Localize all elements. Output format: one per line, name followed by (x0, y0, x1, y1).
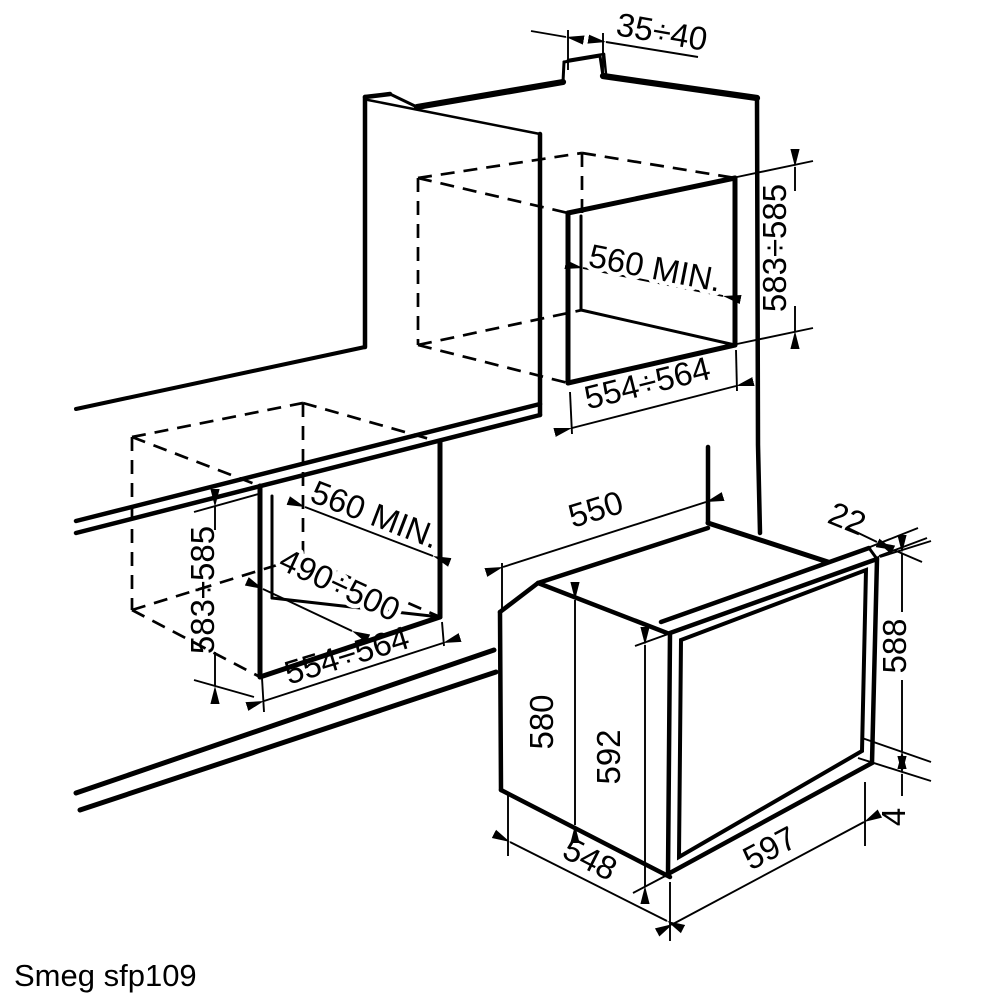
dim-lower-height: 583÷585 (184, 489, 263, 704)
dim-upper-width-label: 554÷564 (581, 349, 714, 416)
worktop-edges (73, 345, 543, 536)
dim-door-width-label: 597 (737, 819, 803, 878)
dim-overall-height: 588 (861, 535, 932, 769)
dim-bottom-gap-label: 4 (875, 808, 912, 826)
dim-upper-height-label: 583÷585 (756, 184, 793, 312)
dim-overall-height-label: 588 (876, 618, 913, 673)
dim-body-height: 580 (523, 582, 580, 843)
dim-upper-width: 554÷564 (553, 349, 755, 437)
dim-oven-top-depth: 550 (484, 483, 725, 610)
dim-vent-gap: 35÷40 (530, 6, 711, 74)
dim-vent-gap-label: 35÷40 (614, 6, 711, 58)
dim-lower-depth-label: 560 MIN. (306, 473, 444, 556)
oven-door (658, 545, 880, 878)
tall-cabinet-outline (362, 72, 831, 565)
dim-shelf-depth-label: 490÷500 (274, 541, 406, 629)
dim-body-bottom-depth-label: 548 (557, 830, 623, 888)
dim-door-height-label: 592 (590, 729, 627, 784)
dim-bottom-gap: 4 (857, 756, 932, 826)
dim-lower-depth: 560 MIN. (286, 469, 452, 567)
dim-body-height-label: 580 (523, 694, 560, 749)
dim-upper-depth: 560 MIN. (564, 232, 742, 305)
dim-shelf-depth: 490÷500 (244, 536, 410, 643)
dim-upper-depth-label: 560 MIN. (586, 237, 724, 299)
dim-upper-height: 583÷585 (736, 149, 814, 349)
model-label: Smeg sfp109 (14, 958, 197, 993)
upper-niche-hidden-lines (416, 151, 736, 385)
dim-oven-top-depth-label: 550 (564, 483, 627, 534)
dim-door-thickness: 22 (823, 494, 928, 563)
dim-lower-height-label: 583÷585 (184, 526, 221, 654)
vent-notch (561, 52, 608, 84)
